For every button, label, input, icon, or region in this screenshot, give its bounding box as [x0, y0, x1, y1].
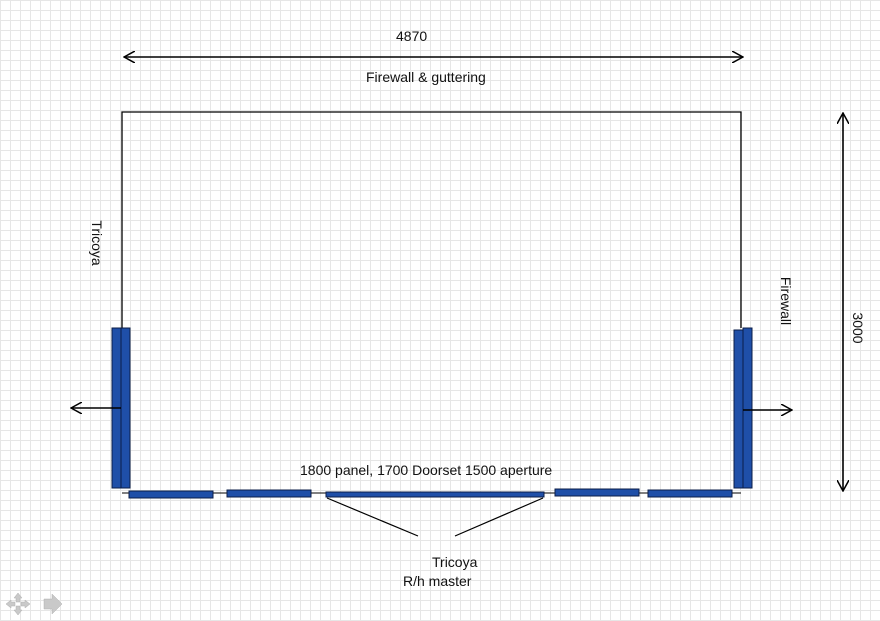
right-arrow-icon[interactable] — [43, 593, 63, 615]
move-arrows-icon[interactable] — [5, 592, 31, 616]
front-panel-1 — [128, 490, 214, 499]
left-wall-label: Tricoya — [89, 220, 105, 266]
front-door-leaf — [325, 491, 545, 498]
door-label-line1: Tricoya — [432, 554, 478, 570]
top-wall-label: Firewall & guttering — [366, 69, 486, 85]
door-swing-line-right — [454, 497, 544, 537]
right-window-panel-inner — [733, 329, 744, 489]
left-window-panel-inner — [120, 327, 131, 489]
door-label-line2: R/h master — [403, 573, 472, 589]
front-panel-4 — [647, 489, 733, 498]
width-dimension-label: 4870 — [396, 28, 428, 44]
door-swing-line-left — [326, 497, 419, 537]
front-panel-2 — [226, 489, 312, 498]
building-outline — [121, 111, 742, 328]
front-opening-label: 1800 panel, 1700 Doorset 1500 aperture — [300, 462, 553, 478]
front-panel-3 — [554, 488, 640, 497]
right-window-panel-outer — [742, 327, 753, 489]
nav-controls — [4, 592, 64, 616]
depth-dimension-label: 3000 — [850, 312, 866, 344]
right-wall-label: Firewall — [778, 276, 794, 326]
